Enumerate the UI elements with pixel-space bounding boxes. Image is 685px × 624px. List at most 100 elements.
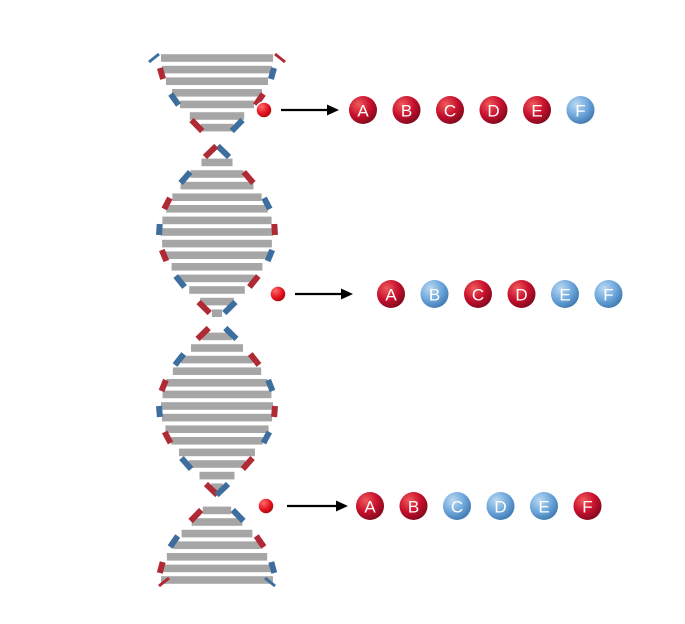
allele-ball: E (530, 492, 558, 520)
base-pair-rung (165, 425, 269, 433)
backbone-segment (161, 196, 173, 211)
backbone-segment (230, 507, 246, 524)
allele-letter: C (472, 286, 484, 305)
allele-ball: E (551, 280, 579, 308)
allele-ball-circle (420, 280, 449, 308)
allele-ball-circle (392, 96, 421, 124)
base-pair-rung (189, 286, 245, 294)
backbone-segment (215, 143, 232, 160)
allele-ball-circle (479, 96, 508, 124)
backbone-segment (156, 223, 163, 236)
backbone-segment (268, 67, 277, 80)
allele-ball: F (594, 280, 623, 308)
base-pair-rung (161, 576, 273, 584)
arrow-icon (281, 104, 339, 116)
backbone-segment (161, 430, 174, 445)
base-pair-rung (162, 390, 272, 399)
base-pair-rung (180, 181, 254, 190)
backbone-segment (265, 378, 276, 393)
allele-ball-circle (443, 492, 471, 520)
backbone-strands (148, 52, 286, 588)
allele-ball: F (566, 96, 595, 124)
base-pair-rung (161, 413, 273, 422)
allele-letter: B (429, 286, 440, 305)
base-pair-rung (188, 460, 246, 468)
sequence-row: A B C D E F (269, 280, 623, 308)
base-pair-rung (179, 274, 255, 283)
allele-ball-circle (523, 96, 551, 124)
allele-letter: B (401, 102, 412, 121)
backbone-segment (253, 92, 266, 107)
base-pair-rung (171, 263, 263, 271)
backbone-segment (271, 405, 278, 418)
backbone-segment (253, 534, 267, 549)
base-pair-rungs (161, 54, 273, 584)
strand-end-tick (148, 52, 160, 64)
base-pair-rung (202, 506, 232, 515)
base-pair-rung (179, 448, 255, 457)
base-pair-rung (189, 112, 245, 120)
allele-ball-circle (573, 492, 602, 520)
locus-marker (269, 285, 287, 303)
base-pair-rung (211, 483, 223, 491)
allele-ball: B (399, 492, 428, 520)
base-pair-rung (173, 541, 261, 549)
base-pair-rung (172, 367, 262, 375)
base-pair-rung (161, 54, 273, 62)
allele-ball: D (507, 280, 536, 308)
allele-ball-circle (566, 96, 595, 124)
base-pair-rung (202, 332, 232, 341)
allele-letter: C (451, 498, 463, 517)
arrow-head (336, 500, 348, 512)
sequence-row: A B C D E F (257, 492, 602, 520)
base-pair-rung (162, 239, 272, 248)
backbone-segment (188, 507, 204, 524)
base-pair-rung (181, 355, 253, 364)
base-pair-rung (165, 251, 269, 259)
allele-letter: F (582, 498, 592, 517)
allele-ball: A (377, 280, 405, 308)
allele-letter: D (487, 102, 499, 121)
allele-letter: D (494, 498, 506, 517)
allele-ball-circle (530, 492, 558, 520)
allele-letter: E (531, 102, 542, 121)
arrow-icon (295, 288, 353, 300)
base-pair-rung (172, 193, 262, 201)
backbone-segment (229, 117, 245, 134)
backbone-segment (247, 274, 261, 289)
base-pair-rung (190, 170, 244, 178)
base-pair-rung (200, 297, 234, 306)
backbone-segment (159, 248, 170, 263)
allele-ball: B (392, 96, 421, 124)
base-pair-rung (180, 100, 254, 109)
backbone-segment (202, 143, 219, 160)
dna-helix (148, 52, 286, 588)
allele-letter: E (559, 286, 570, 305)
base-pair-rung (199, 471, 235, 480)
allele-letter: F (575, 102, 585, 121)
base-pair-rung (162, 216, 272, 225)
allele-ball: C (443, 492, 471, 520)
backbone-segment (195, 325, 211, 342)
backbone-segment (156, 405, 163, 418)
allele-letter: A (357, 102, 369, 121)
strand-end-tick (274, 52, 286, 64)
base-pair-rung (211, 309, 223, 317)
allele-letter: F (603, 286, 613, 305)
backbone-segment (271, 223, 278, 236)
allele-ball: B (420, 280, 449, 308)
allele-letter: E (538, 498, 549, 517)
backbone-segment (168, 92, 181, 107)
arrow-head (341, 288, 353, 300)
allele-letter: A (364, 498, 376, 517)
backbone-segment (178, 170, 193, 185)
locus-marker (257, 497, 275, 515)
base-pair-rung (162, 65, 272, 74)
backbone-segment (167, 534, 181, 549)
base-pair-rung (166, 553, 268, 561)
base-pair-rung (166, 205, 268, 213)
allele-ball: A (356, 492, 384, 520)
allele-ball-circle (356, 492, 384, 520)
